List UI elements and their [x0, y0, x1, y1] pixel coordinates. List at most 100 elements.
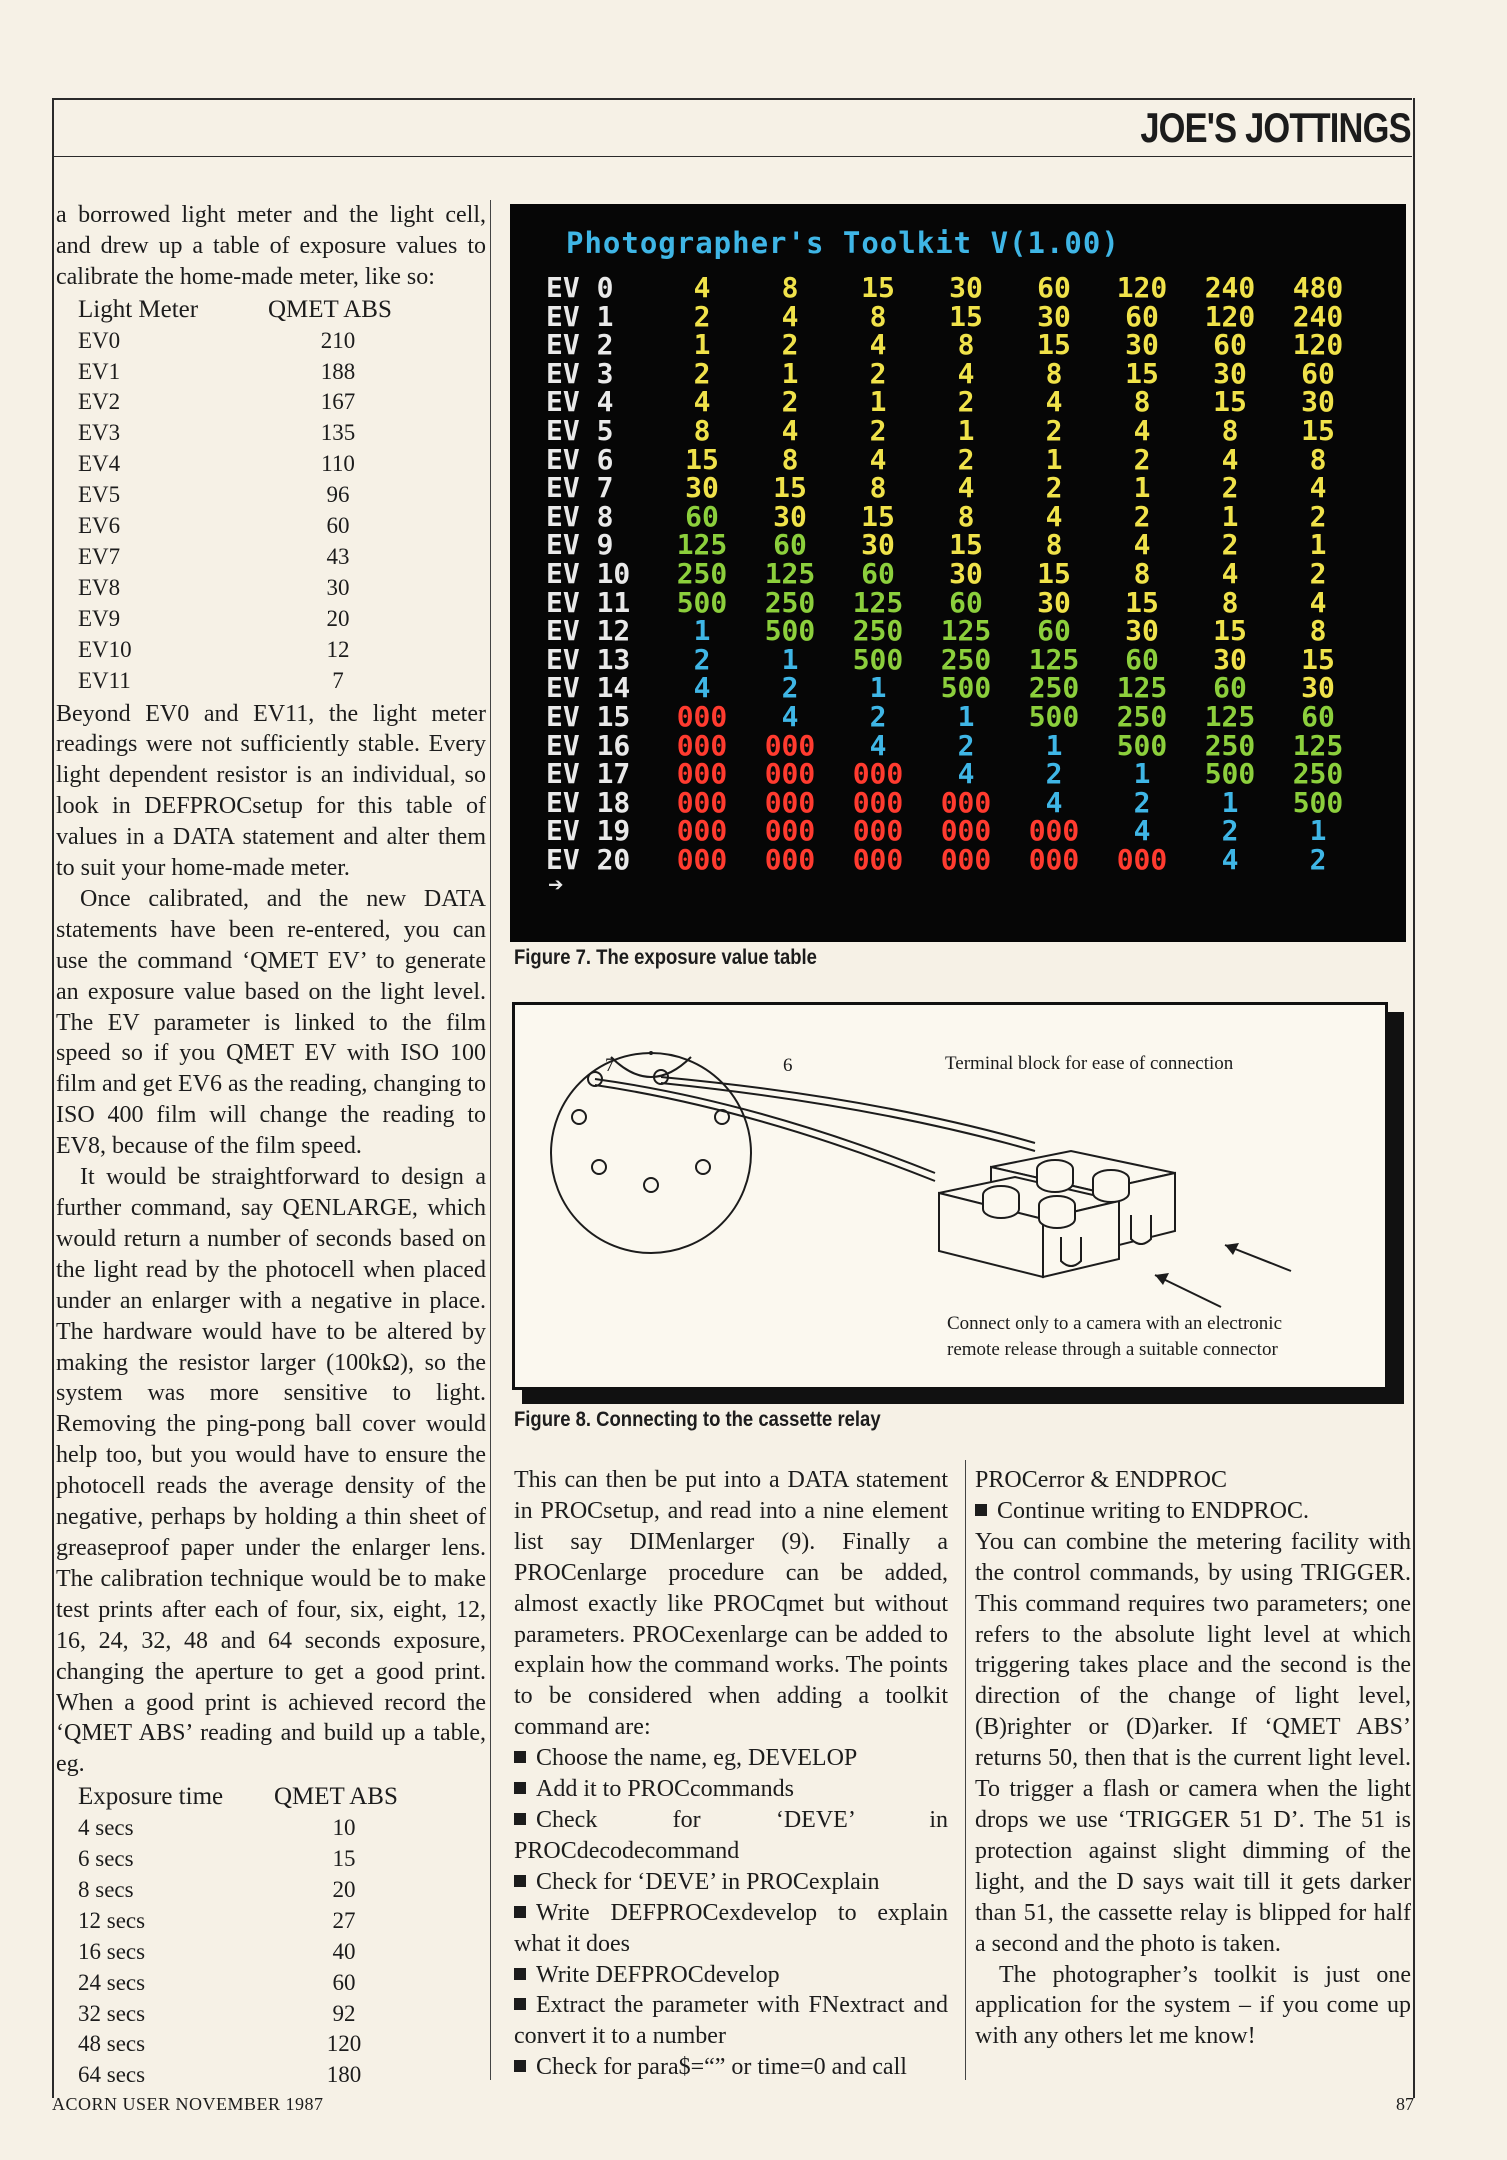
ev-cell: 125 [676, 528, 728, 562]
ev-cell: 250 [676, 557, 728, 590]
ev-cell: 4 [693, 671, 711, 705]
list-item: Choose the name, eg, DEVELOP [514, 1743, 948, 1774]
ev-cell: 15 [1213, 385, 1247, 419]
ev-cell: 30 [1125, 328, 1159, 362]
ev-label: EV 3 [546, 356, 614, 390]
ev-cell: 8 [1309, 442, 1327, 476]
ev-cell: 500 [1116, 728, 1168, 762]
arrow-icon [1224, 1244, 1292, 1272]
ev-cell: 120 [1292, 328, 1344, 362]
bullet-icon [514, 1874, 526, 1887]
ev-cell: 8 [957, 499, 975, 533]
ev-cell: 4 [1133, 814, 1151, 848]
page-number: 87 [1396, 2094, 1414, 2114]
ev-cell: 8 [1133, 557, 1151, 590]
ev-cell: 15 [861, 499, 895, 533]
ev-cell: 60 [685, 499, 719, 533]
ev-cell: 15 [1125, 585, 1159, 619]
ev-cell: 125 [852, 585, 904, 619]
list-item: Write DEFPROCexdevelop to explain what i… [514, 1899, 948, 1957]
column-divider [965, 1460, 966, 2080]
ev-label: EV 12 [546, 614, 631, 648]
ev-cell: 1 [1221, 785, 1239, 819]
ev-cell: 4 [693, 385, 711, 419]
ev-cell: 000 [764, 843, 816, 876]
ev-cell: 4 [957, 757, 975, 791]
ev-cell: 2 [1309, 499, 1327, 533]
ev-cell: 2 [1133, 442, 1151, 476]
ev-cell: 15 [1125, 356, 1159, 390]
bullet-icon [975, 1503, 987, 1516]
ev-cell: 8 [869, 471, 887, 505]
ev-cell: 60 [1301, 356, 1335, 390]
bullet-icon [514, 1998, 526, 2011]
ev-cell: 1 [1045, 442, 1063, 476]
ev-cell: 2 [1133, 499, 1151, 533]
ev-cell: 1 [1133, 471, 1151, 505]
section-title: JOE'S JOTTINGS [1140, 104, 1412, 151]
ev-cell: 4 [1045, 785, 1063, 819]
ev-cell: 2 [1221, 528, 1239, 562]
ev-cell: 2 [1309, 843, 1327, 876]
ev-cell: 2 [1309, 557, 1327, 590]
ev-label: EV 4 [546, 385, 614, 419]
ev-cell: 8 [1309, 614, 1327, 648]
ev-cell: 8 [1045, 528, 1063, 562]
ev-cell: 1 [869, 385, 887, 419]
ev-cell: 15 [1301, 642, 1335, 676]
list-item: Check for ‘DEVE’ in PROCexplain [514, 1867, 948, 1898]
ev-cell: 8 [1133, 385, 1151, 419]
ev-cell: 000 [676, 785, 728, 819]
figure-7-caption: Figure 7. The exposure value table [514, 946, 817, 969]
ev-cell: 30 [685, 471, 719, 505]
ev-cell: 4 [957, 356, 975, 390]
ev-cell: 30 [949, 271, 983, 304]
ev-cell: 250 [940, 642, 992, 676]
ev-cell: 2 [693, 642, 711, 676]
ev-cell: 000 [852, 814, 904, 848]
top-rule [52, 98, 1412, 100]
ev-cell: 125 [1292, 728, 1344, 762]
ev-cell: 60 [861, 557, 895, 590]
ev-cell: 4 [1045, 385, 1063, 419]
ev-cell: 125 [1028, 642, 1080, 676]
ev-cell: 500 [1292, 785, 1344, 819]
ev-cell: 000 [852, 785, 904, 819]
paragraph: Once calibrated, and the new DATA statem… [56, 885, 486, 1160]
ev-cell: 000 [764, 785, 816, 819]
ev-cell: 250 [1116, 700, 1168, 733]
ev-cell: 15 [1037, 557, 1071, 590]
ev-cell: 2 [957, 385, 975, 419]
ev-cell: 2 [781, 671, 799, 705]
pin-label-7: 7 [605, 1055, 615, 1076]
ev-cell: 4 [1309, 471, 1327, 505]
list-item: Write DEFPROCdevelop [514, 1960, 948, 1991]
ev-cell: 1 [1309, 528, 1327, 562]
ev-cell: 30 [1213, 356, 1247, 390]
ev-cell: 30 [1037, 585, 1071, 619]
ev-cell: 000 [852, 757, 904, 791]
ev-cell: 60 [1213, 328, 1247, 362]
table-header: QMET ABS [268, 295, 392, 323]
connect-note-line-2: remote release through a suitable connec… [947, 1339, 1278, 1360]
ev-cell: 60 [1125, 642, 1159, 676]
ev-cell: 000 [676, 814, 728, 848]
ev-cell: 2 [693, 356, 711, 390]
ev-cell: 125 [1204, 700, 1256, 733]
ev-cell: 4 [1221, 843, 1239, 876]
din-socket-key [610, 1056, 692, 1078]
ev-cell: 60 [1037, 614, 1071, 648]
ev-cell: 15 [1037, 328, 1071, 362]
ev-cell: 2 [693, 299, 711, 333]
ev-cell: 480 [1292, 271, 1344, 304]
ev-cell: 000 [1028, 843, 1080, 876]
terminal-block-label: Terminal block for ease of connection [945, 1053, 1234, 1074]
